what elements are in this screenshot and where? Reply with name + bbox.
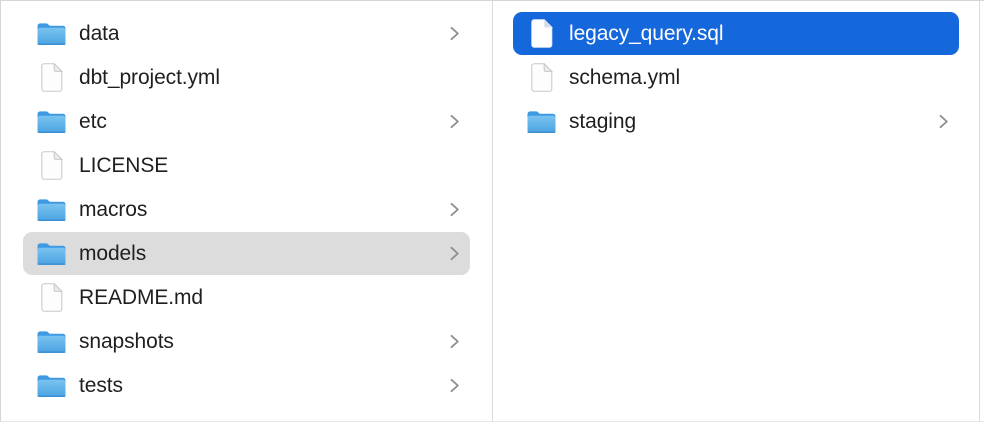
blue-folder-icon — [526, 109, 557, 134]
item-label: macros — [79, 197, 148, 221]
list-item-staging[interactable]: staging — [513, 100, 959, 143]
list-item-license[interactable]: LICENSE — [23, 144, 470, 187]
item-label: legacy_query.sql — [569, 21, 724, 45]
document-icon — [36, 151, 67, 180]
list-item-models[interactable]: models — [23, 232, 470, 275]
chevron-right-icon — [449, 245, 460, 262]
chevron-right-icon — [449, 377, 460, 394]
column-filler — [980, 1, 984, 421]
document-icon — [36, 63, 67, 92]
list-item-readme-md[interactable]: README.md — [23, 276, 470, 319]
document-icon — [526, 63, 557, 92]
document-icon — [36, 283, 67, 312]
item-label: schema.yml — [569, 65, 681, 89]
item-label: data — [79, 21, 120, 45]
chevron-right-icon — [449, 113, 460, 130]
item-label: dbt_project.yml — [79, 65, 220, 89]
chevron-right-icon — [449, 25, 460, 42]
blue-folder-icon — [36, 241, 67, 266]
chevron-right-icon — [449, 201, 460, 218]
list-item-snapshots[interactable]: snapshots — [23, 320, 470, 363]
finder-column-2: legacy_query.sql schema.yml staging — [493, 1, 980, 421]
blue-folder-icon — [36, 197, 67, 222]
list-item-dbt-project-yml[interactable]: dbt_project.yml — [23, 56, 470, 99]
item-label: README.md — [79, 285, 203, 309]
item-label: LICENSE — [79, 153, 169, 177]
list-item-tests[interactable]: tests — [23, 364, 470, 407]
list-item-legacy-query-sql[interactable]: legacy_query.sql — [513, 12, 959, 55]
item-label: staging — [569, 109, 637, 133]
chevron-right-icon — [938, 113, 949, 130]
document-icon — [526, 19, 557, 48]
blue-folder-icon — [36, 329, 67, 354]
chevron-right-icon — [449, 333, 460, 350]
list-item-macros[interactable]: macros — [23, 188, 470, 231]
item-label: etc — [79, 109, 107, 133]
list-item-schema-yml[interactable]: schema.yml — [513, 56, 959, 99]
blue-folder-icon — [36, 373, 67, 398]
list-item-data[interactable]: data — [23, 12, 470, 55]
blue-folder-icon — [36, 21, 67, 46]
item-label: tests — [79, 373, 123, 397]
list-item-etc[interactable]: etc — [23, 100, 470, 143]
blue-folder-icon — [36, 109, 67, 134]
item-label: models — [79, 241, 147, 265]
item-label: snapshots — [79, 329, 174, 353]
